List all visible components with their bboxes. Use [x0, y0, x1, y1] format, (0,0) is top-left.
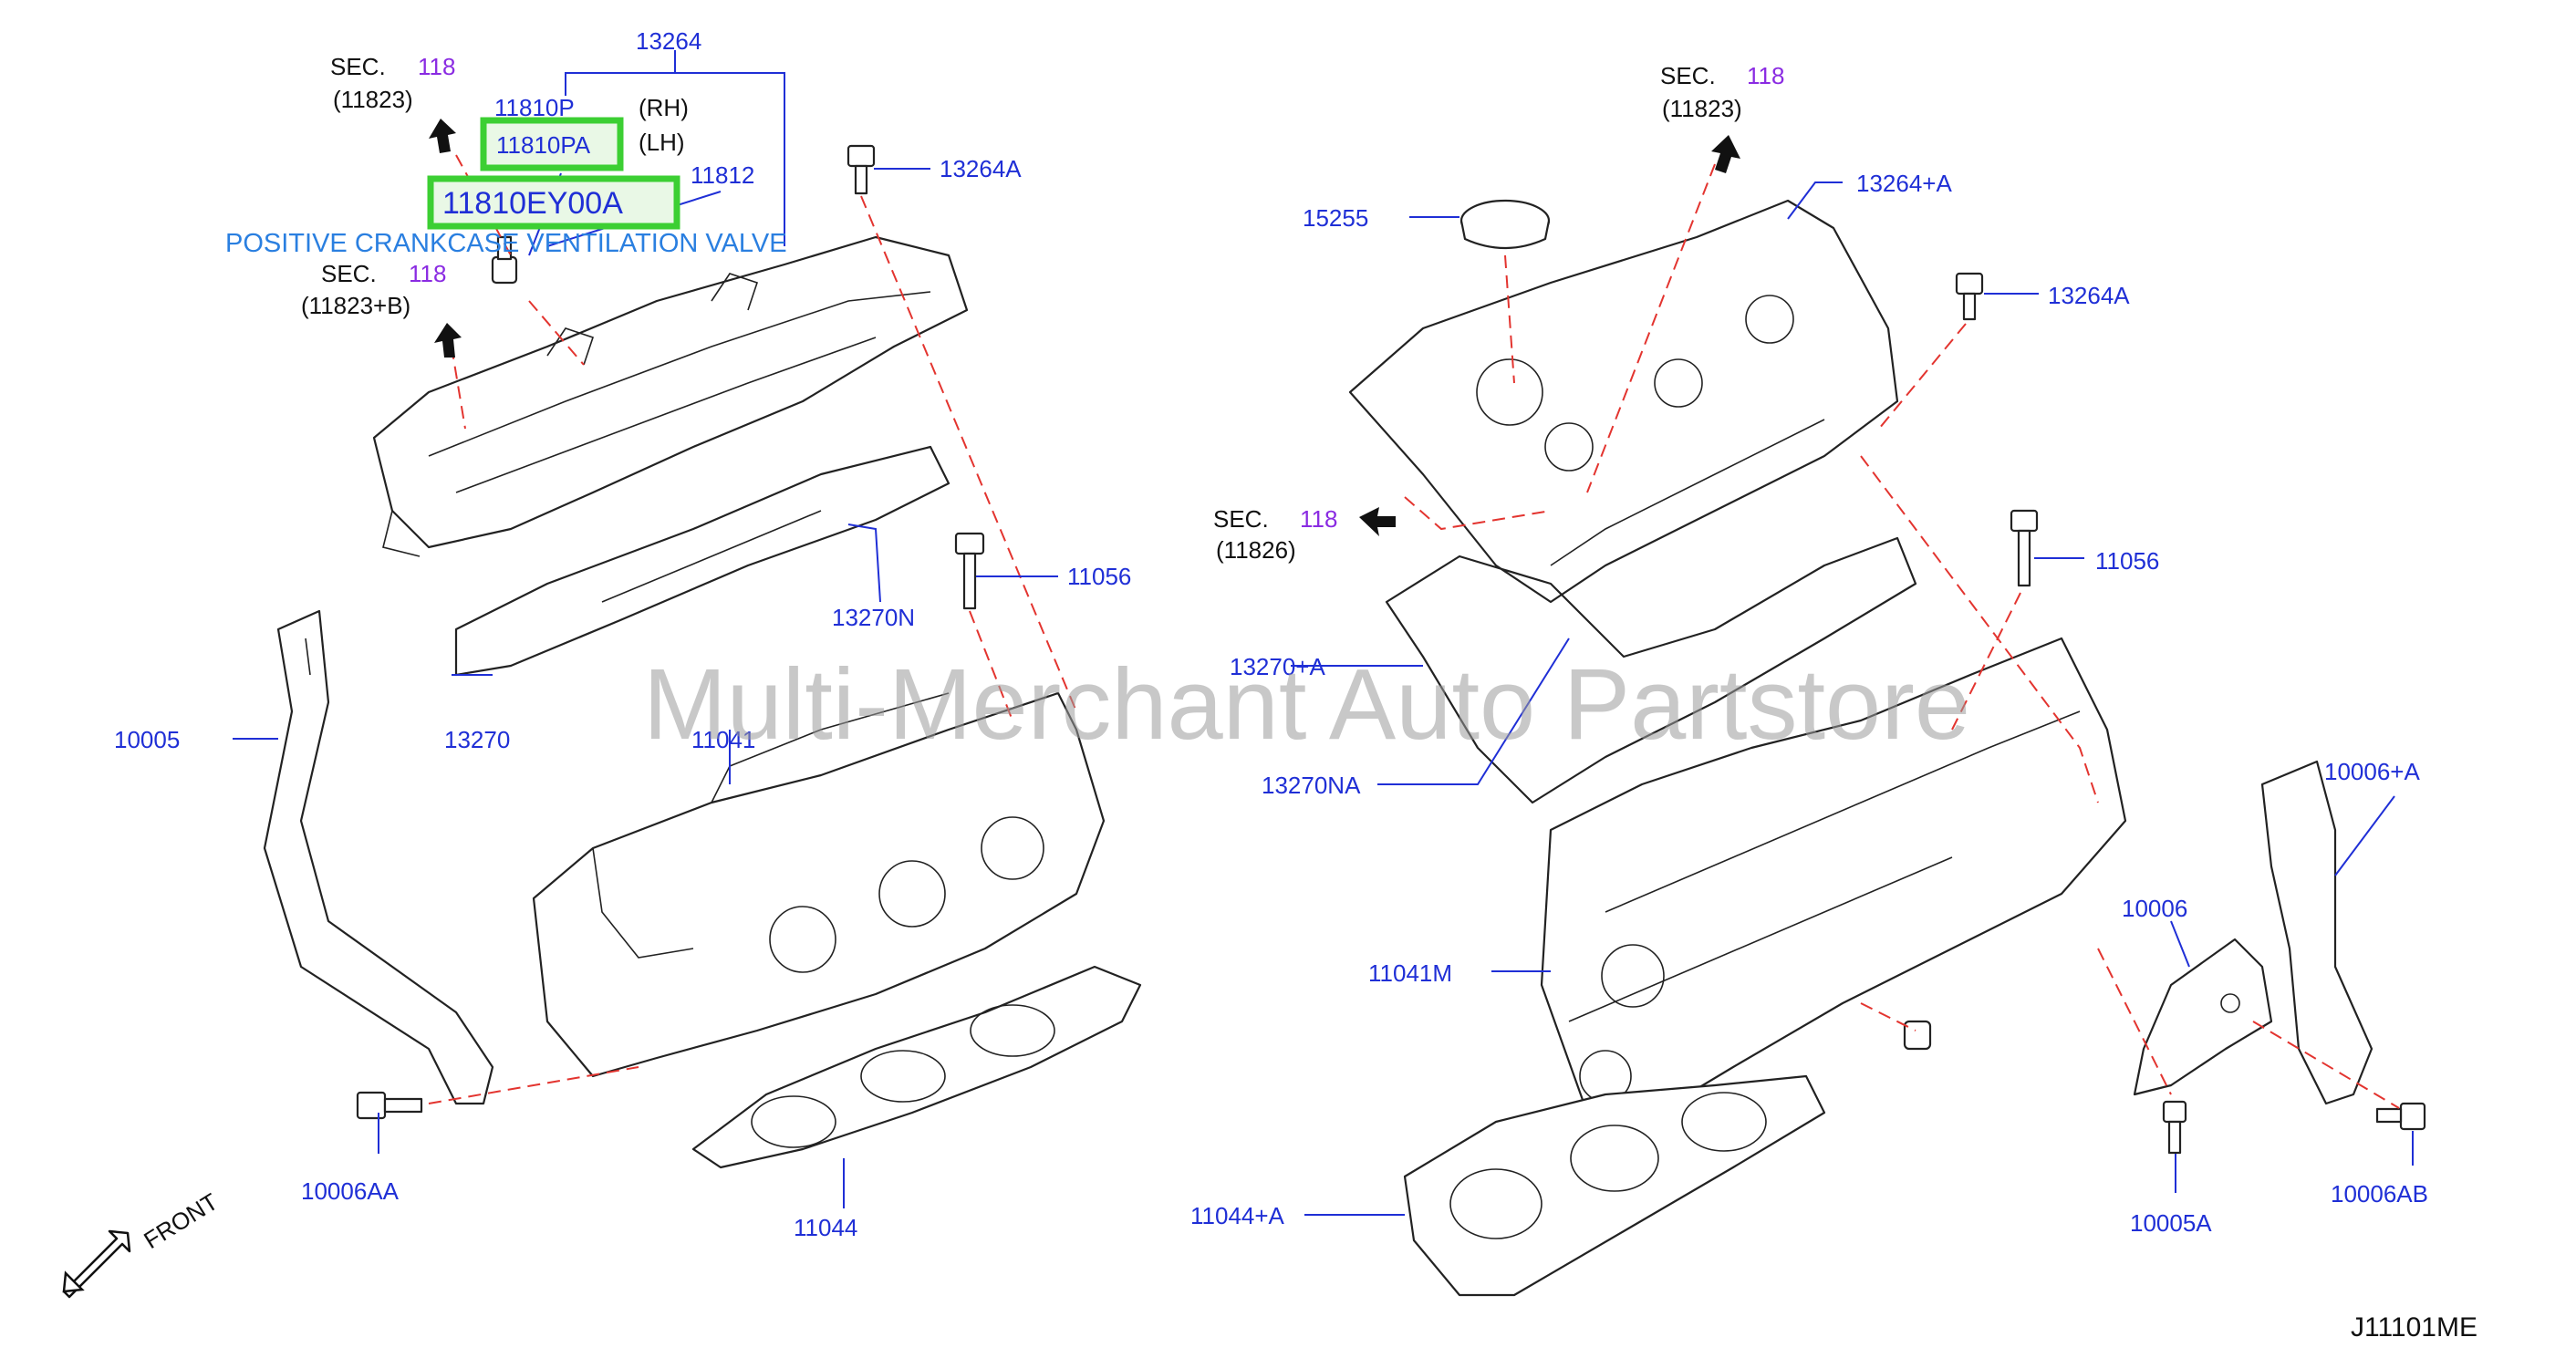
cylinder-head-right[interactable]: [1540, 637, 2127, 1124]
svg-text:(11823): (11823): [333, 86, 413, 113]
svg-text:(11826): (11826): [1216, 536, 1296, 564]
bolt-13264a-left[interactable]: [847, 144, 876, 195]
label-11812[interactable]: 11812: [691, 161, 754, 189]
rocker-cover-right[interactable]: [1348, 199, 1899, 604]
label-15255[interactable]: 15255: [1303, 204, 1368, 232]
section-ref-4[interactable]: SEC. 118 (11826): [1213, 505, 1337, 564]
label-11041m[interactable]: 11041M: [1368, 959, 1452, 987]
label-11056-right[interactable]: 11056: [2095, 547, 2159, 575]
label-13264a-left[interactable]: 13264A: [940, 155, 1022, 182]
label-11810ey00a[interactable]: 11810EY00A: [442, 186, 623, 221]
svg-text:118: 118: [1300, 505, 1337, 533]
bolt-13264a-right[interactable]: [1955, 272, 1984, 321]
bolt-10005a[interactable]: [2162, 1100, 2187, 1155]
label-10006aa[interactable]: 10006AA: [301, 1177, 400, 1205]
label-10005a[interactable]: 10005A: [2130, 1209, 2212, 1237]
label-13270[interactable]: 13270: [444, 726, 510, 753]
svg-text:118: 118: [418, 53, 455, 80]
label-11041[interactable]: 11041: [691, 726, 755, 753]
sec-arrow-icon-2[interactable]: [434, 323, 462, 358]
label-11810p[interactable]: 11810P: [494, 94, 575, 121]
highlight-11810ey00a[interactable]: 11810EY00A: [427, 175, 680, 230]
rocker-cover-left[interactable]: [372, 235, 969, 557]
label-11044[interactable]: 11044: [794, 1214, 857, 1241]
label-10006ab[interactable]: 10006AB: [2331, 1180, 2428, 1208]
cylinder-head-left[interactable]: [532, 691, 1106, 1078]
sec-arrow-icon-1[interactable]: [429, 119, 456, 153]
svg-text:118: 118: [1747, 62, 1784, 89]
bracket-10005[interactable]: [263, 609, 494, 1105]
dowel-right[interactable]: [1903, 1020, 1932, 1051]
bolt-10006aa[interactable]: [356, 1091, 423, 1120]
label-13270n[interactable]: 13270N: [832, 604, 915, 631]
svg-text:SEC.: SEC.: [1213, 505, 1269, 533]
bolt-11056-right[interactable]: [2010, 509, 2039, 587]
svg-text:SEC.: SEC.: [321, 260, 377, 287]
bolt-10006ab[interactable]: [2375, 1102, 2426, 1131]
bracket-10006[interactable]: [2133, 938, 2273, 1096]
sec-arrow-icon-4[interactable]: [1359, 507, 1396, 536]
section-ref-2[interactable]: SEC. 118 (11823+B): [301, 260, 446, 319]
label-13270-plus-a[interactable]: 13270+A: [1230, 653, 1325, 680]
svg-text:(11823): (11823): [1662, 95, 1742, 122]
label-11056-left[interactable]: 11056: [1067, 563, 1131, 590]
bolt-11056-left[interactable]: [954, 532, 985, 610]
diagram-code: J11101ME: [2351, 1312, 2477, 1342]
label-lh: (LH): [639, 129, 685, 156]
highlight-11810pa[interactable]: 11810PA: [480, 117, 624, 171]
label-11810pa[interactable]: 11810PA: [496, 131, 591, 159]
svg-text:118: 118: [409, 260, 446, 287]
label-leaders: [233, 50, 2414, 1216]
front-indicator: FRONT: [62, 1187, 223, 1299]
section-ref-3[interactable]: SEC. 118 (11823): [1660, 62, 1784, 122]
rocker-gasket-left[interactable]: [454, 445, 950, 677]
front-arrow-icon: [62, 1229, 131, 1299]
label-10006-plus-a[interactable]: 10006+A: [2324, 758, 2420, 785]
svg-text:SEC.: SEC.: [1660, 62, 1716, 89]
highlight-caption: POSITIVE CRANKCASE VENTILATION VALVE: [225, 229, 787, 258]
oil-filler-cap[interactable]: [1459, 199, 1551, 250]
watermark: Multi-Merchant Auto Partstore: [643, 648, 1970, 761]
rocker-gasket-right[interactable]: [1385, 536, 1917, 804]
assembly-lines-left: [428, 154, 1077, 1104]
sec-arrow-icon-3[interactable]: [1711, 135, 1740, 173]
label-13264-plus-a[interactable]: 13264+A: [1856, 170, 1952, 197]
front-label: FRONT: [139, 1187, 223, 1254]
head-gasket-right[interactable]: [1403, 1074, 1826, 1297]
svg-text:(11823+B): (11823+B): [301, 292, 410, 319]
bracket-10006-plus-a[interactable]: [2260, 760, 2373, 1105]
section-ref-1[interactable]: SEC. 118 (11823): [330, 53, 455, 113]
head-gasket-left[interactable]: [691, 965, 1142, 1169]
svg-text:SEC.: SEC.: [330, 53, 386, 80]
label-rh: (RH): [639, 94, 689, 121]
label-13264a-right[interactable]: 13264A: [2048, 282, 2130, 309]
label-11044-plus-a[interactable]: 11044+A: [1190, 1202, 1285, 1229]
assembly-lines-right: [1404, 163, 2400, 1109]
pcv-valve-left[interactable]: [491, 235, 518, 285]
label-10006[interactable]: 10006: [2122, 895, 2187, 922]
label-13264-left[interactable]: 13264: [636, 27, 701, 55]
label-13270na[interactable]: 13270NA: [1262, 772, 1361, 799]
label-10005[interactable]: 10005: [114, 726, 180, 753]
